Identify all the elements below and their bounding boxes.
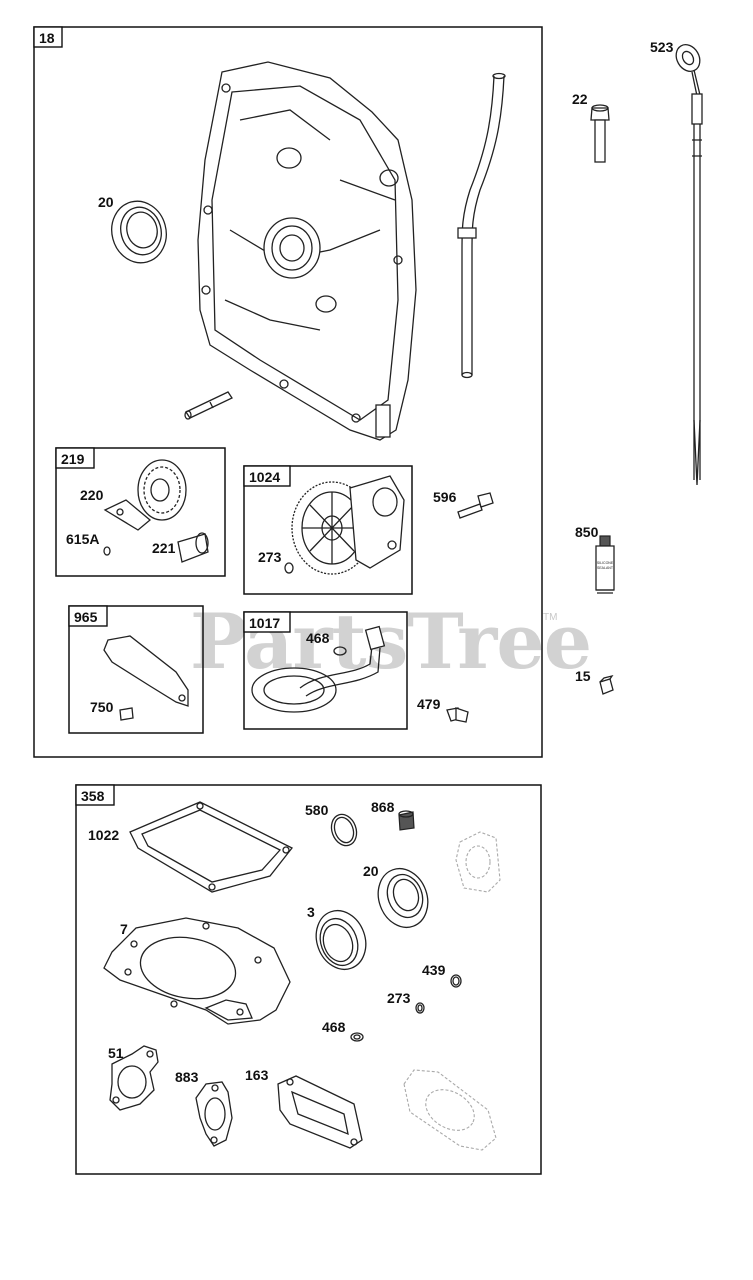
label-850: 850 — [575, 524, 599, 540]
label-615A: 615A — [66, 531, 99, 547]
label-3: 3 — [307, 904, 315, 920]
label-163: 163 — [245, 1067, 269, 1083]
group-1024-label: 1024 — [249, 469, 280, 485]
label-273: 273 — [258, 549, 282, 565]
cover-plate-965-part[interactable] — [103, 635, 189, 721]
dipstick-523-part[interactable] — [671, 40, 704, 486]
washer-439-part[interactable] — [450, 974, 462, 988]
label-22: 22 — [572, 91, 588, 107]
group-219-label: 219 — [61, 451, 85, 467]
stud-pin-part[interactable] — [184, 391, 233, 420]
label-479: 479 — [417, 696, 441, 712]
label-1022: 1022 — [88, 827, 119, 843]
governor-gear-part[interactable] — [103, 459, 209, 563]
head-gasket-7-part[interactable] — [103, 917, 291, 1025]
label-273b: 273 — [387, 990, 411, 1006]
label-20b: 20 — [363, 863, 379, 879]
watermark: PartsTree — [190, 597, 591, 686]
ghost-gasket-top-part — [455, 831, 501, 893]
washer-273b-part[interactable] — [415, 1002, 425, 1014]
sealant-tube-line2: SEALANT — [597, 566, 614, 570]
label-596: 596 — [433, 489, 457, 505]
group-358-label: 358 — [81, 788, 105, 804]
oil-seal-3-part[interactable] — [308, 904, 374, 977]
o-ring-580-part[interactable] — [327, 811, 360, 849]
bolt-596-part[interactable] — [457, 492, 494, 519]
bolt-479-part[interactable] — [446, 707, 469, 723]
group-1017-box: 1017 — [243, 611, 408, 730]
gasket-51-part[interactable] — [109, 1045, 159, 1111]
label-580: 580 — [305, 802, 329, 818]
group-358-box: 358 — [75, 784, 542, 1175]
label-7: 7 — [120, 921, 128, 937]
group-18-box: 18 — [33, 26, 543, 758]
gasket-163-part[interactable] — [277, 1075, 363, 1149]
oil-seal-20-part[interactable] — [105, 195, 173, 269]
label-220: 220 — [80, 487, 104, 503]
ghost-gasket-bottom-part — [403, 1069, 497, 1151]
washer-468b-part[interactable] — [350, 1032, 364, 1042]
oil-pickup-part[interactable] — [251, 625, 386, 713]
group-1017-label: 1017 — [249, 615, 280, 631]
valve-seal-868-part[interactable] — [398, 810, 415, 831]
label-15: 15 — [575, 668, 591, 684]
oil-seal-20b-part[interactable] — [370, 862, 436, 935]
label-868: 868 — [371, 799, 395, 815]
sealant-tube-line1: SILICONE — [597, 561, 614, 565]
gasket-1022-part[interactable] — [129, 801, 294, 893]
dipstick-tube-part[interactable] — [457, 72, 506, 379]
group-219-box: 219 — [55, 447, 226, 577]
label-523: 523 — [650, 39, 674, 55]
bolt-22-part[interactable] — [590, 104, 610, 163]
label-20: 20 — [98, 194, 114, 210]
group-965-box: 965 — [68, 605, 204, 734]
sealant-850-part[interactable]: SILICONE SEALANT — [595, 535, 615, 594]
label-750: 750 — [90, 699, 114, 715]
gasket-883-part[interactable] — [195, 1081, 233, 1147]
oil-pump-part[interactable] — [284, 475, 405, 575]
label-468: 468 — [306, 630, 330, 646]
label-439: 439 — [422, 962, 446, 978]
group-18-label: 18 — [39, 30, 55, 46]
label-51: 51 — [108, 1045, 124, 1061]
crankcase-cover-part[interactable] — [197, 61, 417, 441]
label-221: 221 — [152, 540, 176, 556]
plug-15-part[interactable] — [599, 674, 614, 695]
watermark-trademark: TM — [543, 612, 557, 623]
group-965-label: 965 — [74, 609, 98, 625]
label-883: 883 — [175, 1069, 199, 1085]
label-468b: 468 — [322, 1019, 346, 1035]
group-1024-box: 1024 — [243, 465, 413, 595]
